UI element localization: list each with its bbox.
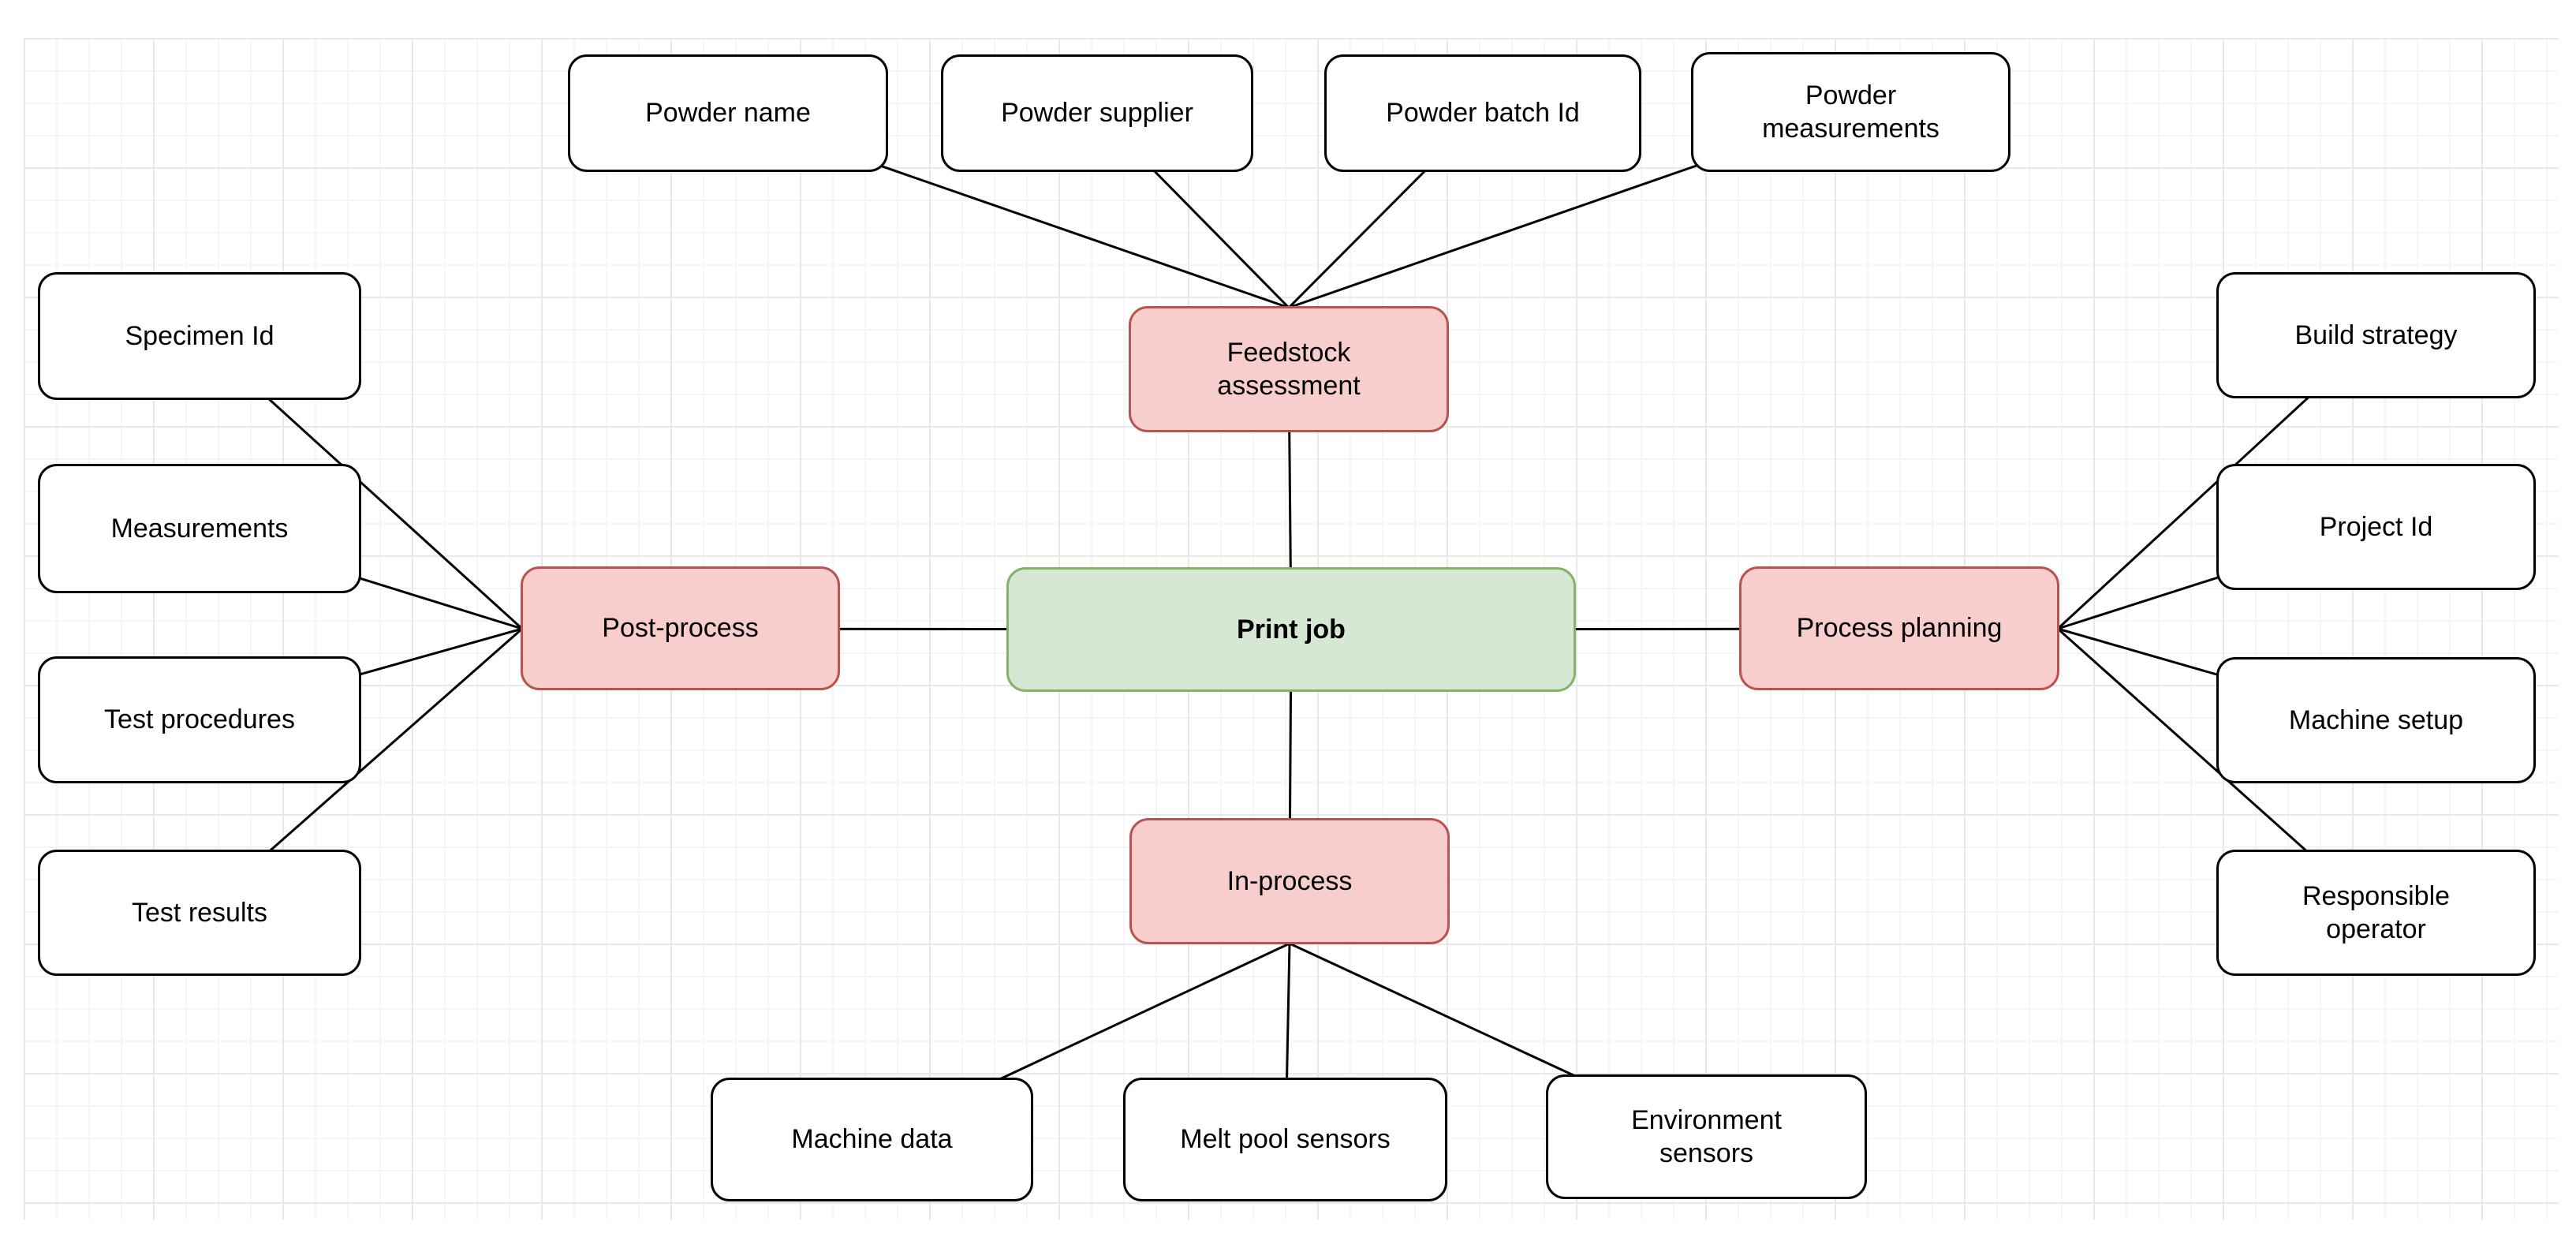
node-powder-supplier[interactable]: Powder supplier	[941, 54, 1253, 172]
node-label: Machine data	[791, 1124, 953, 1155]
node-label: Melt pool sensors	[1180, 1124, 1391, 1155]
node-powder-batch-id[interactable]: Powder batch Id	[1324, 54, 1641, 172]
node-test-procedures[interactable]: Test procedures	[38, 656, 361, 783]
node-label: Project Id	[2319, 511, 2433, 542]
node-label: Environment sensors	[1631, 1104, 1782, 1169]
node-machine-data[interactable]: Machine data	[711, 1078, 1033, 1201]
node-specimen-id[interactable]: Specimen Id	[38, 272, 361, 400]
node-label: Test procedures	[104, 704, 295, 735]
node-label: Powder supplier	[1001, 98, 1193, 129]
node-label: Build strategy	[2294, 319, 2458, 350]
node-responsible-operator[interactable]: Responsible operator	[2216, 850, 2536, 976]
node-label: Process planning	[1796, 613, 2003, 644]
node-label: Powder measurements	[1762, 80, 1939, 144]
node-label: In-process	[1226, 865, 1353, 896]
node-label: Print job	[1237, 614, 1346, 645]
node-build-strategy[interactable]: Build strategy	[2216, 272, 2536, 398]
node-environment-sensors[interactable]: Environment sensors	[1546, 1074, 1867, 1199]
node-label: Feedstock assessment	[1217, 337, 1361, 402]
node-label: Measurements	[110, 513, 289, 544]
node-powder-name[interactable]: Powder name	[568, 54, 888, 172]
node-label: Specimen Id	[125, 320, 274, 351]
node-in-process[interactable]: In-process	[1129, 818, 1450, 944]
node-measurements[interactable]: Measurements	[38, 464, 361, 593]
node-label: Responsible operator	[2302, 880, 2451, 945]
node-process-planning[interactable]: Process planning	[1739, 566, 2059, 690]
node-test-results[interactable]: Test results	[38, 850, 361, 976]
node-label: Powder name	[645, 98, 811, 129]
node-label: Post-process	[602, 613, 759, 644]
node-feedstock-assessment[interactable]: Feedstock assessment	[1129, 306, 1449, 432]
node-label: Powder batch Id	[1386, 98, 1580, 129]
node-post-process[interactable]: Post-process	[521, 566, 840, 690]
node-project-id[interactable]: Project Id	[2216, 464, 2536, 590]
node-label: Test results	[132, 897, 267, 928]
node-label: Machine setup	[2288, 704, 2464, 735]
node-print-job[interactable]: Print job	[1006, 567, 1576, 692]
node-machine-setup[interactable]: Machine setup	[2216, 657, 2536, 783]
node-melt-pool-sensors[interactable]: Melt pool sensors	[1123, 1078, 1447, 1201]
node-powder-measurements[interactable]: Powder measurements	[1691, 52, 2010, 172]
